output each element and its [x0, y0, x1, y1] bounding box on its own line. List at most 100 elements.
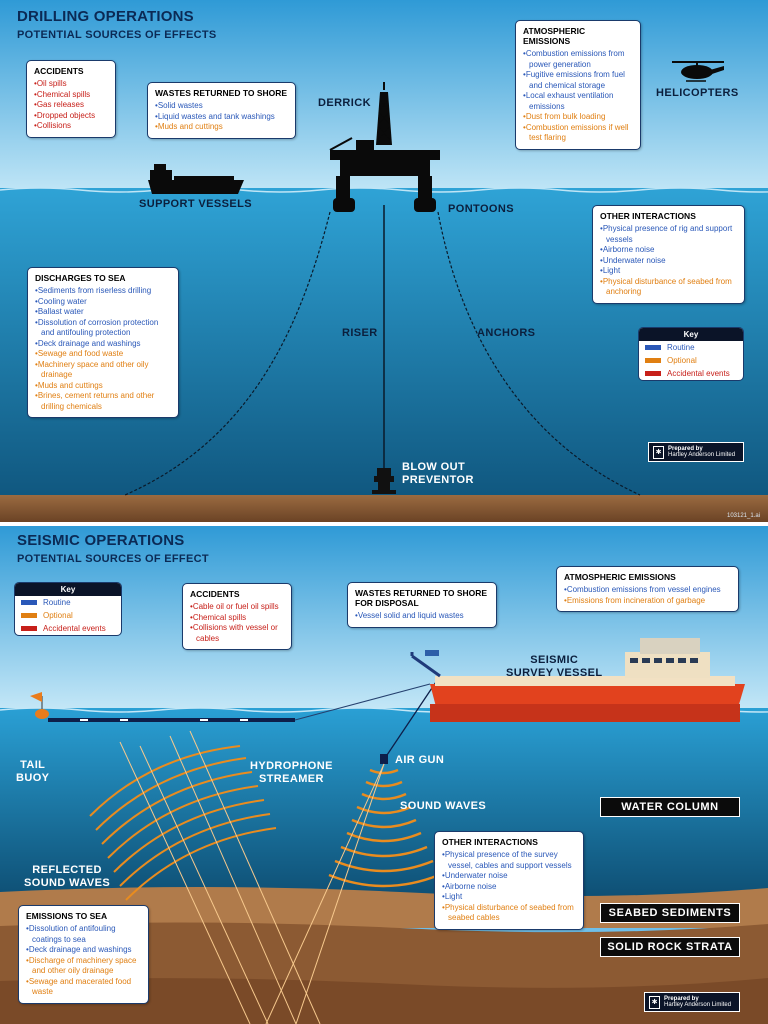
list-item: Solid wastes	[155, 101, 289, 112]
seismic-other-box: OTHER INTERACTIONS Physical presence of …	[434, 831, 584, 930]
reflected-waves	[89, 745, 277, 901]
box-title: ATMOSPHERIC EMISSIONS	[523, 26, 586, 46]
label-tail-buoy: TAIL BUOY	[16, 759, 49, 785]
drilling-other-box: OTHER INTERACTIONS Physical presence of …	[592, 205, 745, 304]
key-accident: Accidental events	[15, 622, 121, 635]
key-label: Routine	[667, 343, 695, 352]
key-accident: Accidental events	[639, 367, 743, 380]
list-item: Sewage and food waste	[35, 349, 172, 360]
logo-icon: ✱	[653, 445, 664, 459]
key-title: Key	[639, 328, 743, 341]
seismic-key: Key Routine Optional Accidental events	[14, 582, 122, 636]
swatch	[645, 358, 661, 363]
list-item: Combustion emissions from power generati…	[523, 49, 634, 70]
drilling-key: Key Routine Optional Accidental events	[638, 327, 744, 381]
list-item: Dropped objects	[34, 111, 109, 122]
list-item: Airborne noise	[600, 245, 738, 256]
prepared-by-stamp: ✱ Prepared by Hartley Anderson Limited	[648, 442, 744, 462]
list-item: Dissolution of corrosion protection and …	[35, 318, 172, 339]
list-item: Ballast water	[35, 307, 172, 318]
key-routine: Routine	[639, 341, 743, 354]
list-item: Combustion emissions from vessel engines	[564, 585, 732, 596]
label-line: PREVENTOR	[402, 474, 474, 486]
list-item: Light	[600, 266, 738, 277]
key-optional: Optional	[15, 609, 121, 622]
swatch	[645, 371, 661, 376]
label-hydrophone-streamer: HYDROPHONE STREAMER	[250, 760, 333, 786]
label-derrick: DERRICK	[318, 97, 371, 109]
list-item: Discharge of machinery space and other o…	[26, 956, 142, 977]
box-title: EMISSIONS TO SEA	[26, 911, 108, 921]
list-item: Vessel solid and liquid wastes	[355, 611, 490, 622]
list-item: Physical disturbance of seabed from anch…	[600, 277, 738, 298]
panel-divider	[0, 522, 768, 526]
swatch	[21, 613, 37, 618]
label-seismic-survey-vessel: SEISMIC SURVEY VESSEL	[506, 654, 603, 680]
box-title: ACCIDENTS	[190, 589, 240, 599]
label-line: TAIL	[20, 759, 46, 771]
drilling-wastes-box: WASTES RETURNED TO SHORE Solid wastes Li…	[147, 82, 296, 139]
seismic-emissions-sea-box: EMISSIONS TO SEA Dissolution of antifoul…	[18, 905, 149, 1004]
seismic-accidents-box: ACCIDENTS Cable oil or fuel oil spills C…	[182, 583, 292, 650]
list-item: Airborne noise	[442, 882, 577, 893]
label-helicopters: HELICOPTERS	[656, 87, 739, 99]
stamp-line: Prepared by	[664, 996, 699, 1002]
label-line: BUOY	[16, 772, 50, 784]
seismic-subtitle: POTENTIAL SOURCES OF EFFECT	[17, 553, 209, 565]
stamp-line: Prepared by	[668, 446, 703, 452]
tail-buoy	[30, 692, 49, 719]
seismic-background	[0, 526, 768, 1024]
label-air-gun: AIR GUN	[395, 754, 445, 766]
list-item: Cooling water	[35, 297, 172, 308]
key-label: Routine	[43, 598, 71, 607]
list-item: Emissions from incineration of garbage	[564, 596, 732, 607]
list-item: Oil spills	[34, 79, 109, 90]
box-title: WASTES RETURNED TO SHORE FOR DISPOSAL	[355, 588, 488, 608]
zone-solid-rock-strata: SOLID ROCK STRATA	[600, 937, 740, 957]
list-item: Combustion emissions if well test flarin…	[523, 123, 634, 144]
box-title: DISCHARGES TO SEA	[35, 273, 126, 283]
box-title: WASTES RETURNED TO SHORE	[155, 88, 288, 98]
label-line: SEISMIC	[530, 654, 579, 666]
label-line: SURVEY VESSEL	[506, 667, 603, 679]
logo-icon: ✱	[649, 995, 660, 1009]
drilling-discharges-box: DISCHARGES TO SEA Sediments from riserle…	[27, 267, 179, 418]
list-item: Sewage and macerated food waste	[26, 977, 142, 998]
seismic-panel: SEISMIC OPERATIONS POTENTIAL SOURCES OF …	[0, 526, 768, 1024]
box-title: OTHER INTERACTIONS	[600, 211, 696, 221]
stamp-line: Hartley Anderson Limited	[664, 1002, 732, 1008]
label-support-vessels: SUPPORT VESSELS	[139, 198, 252, 210]
list-item: Physical disturbance of seabed from seab…	[442, 903, 577, 924]
seismic-wastes-box: WASTES RETURNED TO SHORE FOR DISPOSAL Ve…	[347, 582, 497, 628]
key-label: Optional	[667, 356, 697, 365]
label-anchors: ANCHORS	[477, 327, 536, 339]
key-label: Optional	[43, 611, 73, 620]
list-item: Local exhaust ventilation emissions	[523, 91, 634, 112]
key-routine: Routine	[15, 596, 121, 609]
zone-seabed-sediments: SEABED SEDIMENTS	[600, 903, 740, 923]
label-sound-waves: SOUND WAVES	[400, 800, 487, 812]
drilling-atmospheric-box: ATMOSPHERIC EMISSIONS Combustion emissio…	[515, 20, 641, 150]
zone-water-column: WATER COLUMN	[600, 797, 740, 817]
list-item: Chemical spills	[34, 90, 109, 101]
drilling-subtitle: POTENTIAL SOURCES OF EFFECTS	[17, 29, 217, 41]
sound-waves	[328, 768, 440, 888]
key-label: Accidental events	[667, 369, 730, 378]
list-item: Physical presence of rig and support ves…	[600, 224, 738, 245]
prepared-by-stamp: ✱ Prepared by Hartley Anderson Limited	[644, 992, 740, 1012]
helicopter	[672, 61, 724, 82]
list-item: Muds and cuttings	[155, 122, 289, 133]
key-title: Key	[15, 583, 121, 596]
label-line: BLOW OUT	[402, 461, 466, 473]
seismic-vessel	[410, 638, 745, 722]
file-code: 103121_1.ai	[727, 513, 761, 519]
drilling-title: DRILLING OPERATIONS	[17, 8, 194, 25]
list-item: Physical presence of the survey vessel, …	[442, 850, 577, 871]
seismic-title: SEISMIC OPERATIONS	[17, 532, 185, 549]
label-line: HYDROPHONE	[250, 760, 333, 772]
support-vessel	[148, 164, 244, 194]
list-item: Chemical spills	[190, 613, 285, 624]
list-item: Machinery space and other oily drainage	[35, 360, 172, 381]
list-item: Fugitive emissions from fuel and chemica…	[523, 70, 634, 91]
label-line: STREAMER	[258, 773, 324, 785]
